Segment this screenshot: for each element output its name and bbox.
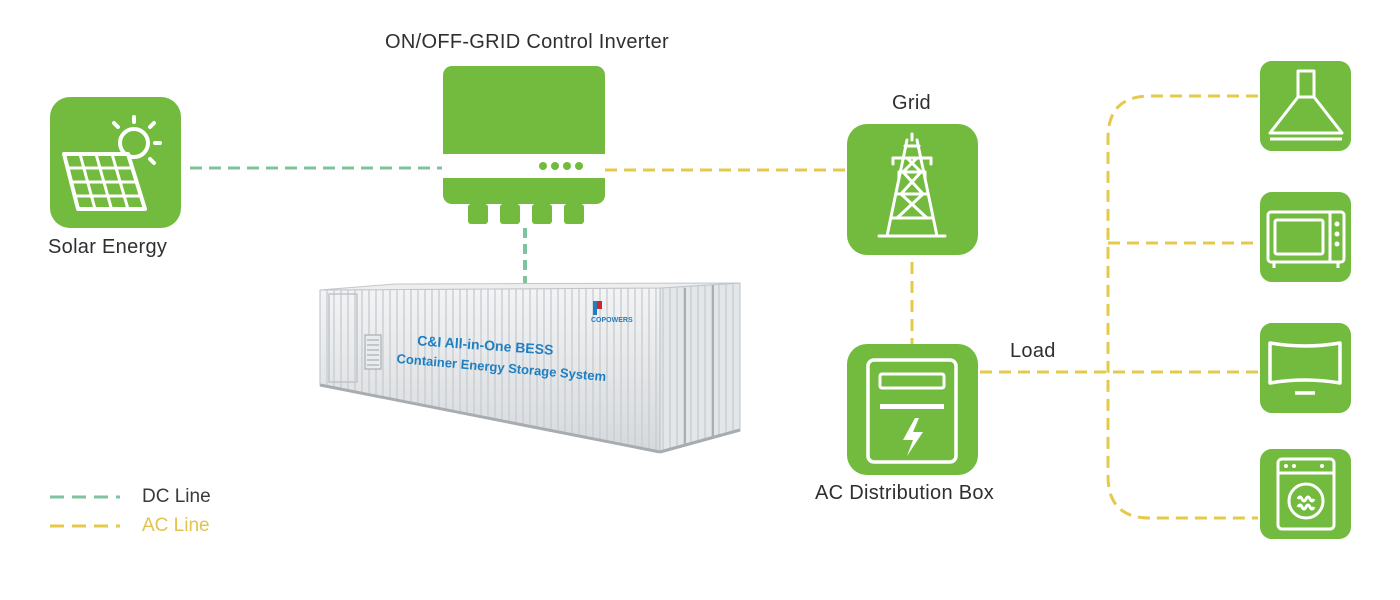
container-brand: COPOWERS xyxy=(591,317,633,324)
grid-node xyxy=(847,124,978,255)
washing-machine-icon xyxy=(1276,457,1336,531)
distribution-box-icon xyxy=(866,358,958,464)
microwave-icon xyxy=(1266,210,1346,268)
ac-distribution-box-label: AC Distribution Box xyxy=(815,482,995,504)
range-hood-icon xyxy=(1268,69,1344,141)
legend-swatches xyxy=(50,495,120,528)
load-label: Load xyxy=(1010,340,1056,362)
inverter-title: ON/OFF-GRID Control Inverter xyxy=(385,31,669,53)
solar-panel-icon xyxy=(62,115,162,211)
grid-label: Grid xyxy=(892,92,931,114)
tv-icon xyxy=(1268,341,1342,395)
load-washing-machine xyxy=(1260,449,1351,539)
load-tv xyxy=(1260,323,1351,413)
legend-dc-label: DC Line xyxy=(142,486,211,507)
legend-ac-label: AC Line xyxy=(142,515,210,536)
ac-distribution-box-node xyxy=(847,344,978,475)
ac-line-load-bus xyxy=(1106,94,1258,520)
power-tower-icon xyxy=(877,132,947,238)
bess-container: COPOWERS C&I All-in-One BESS Container E… xyxy=(319,282,741,454)
load-microwave xyxy=(1260,192,1351,282)
load-range-hood xyxy=(1260,61,1351,151)
solar-energy-label: Solar Energy xyxy=(48,236,168,258)
solar-energy-node xyxy=(50,97,181,228)
inverter-icon xyxy=(443,66,605,224)
